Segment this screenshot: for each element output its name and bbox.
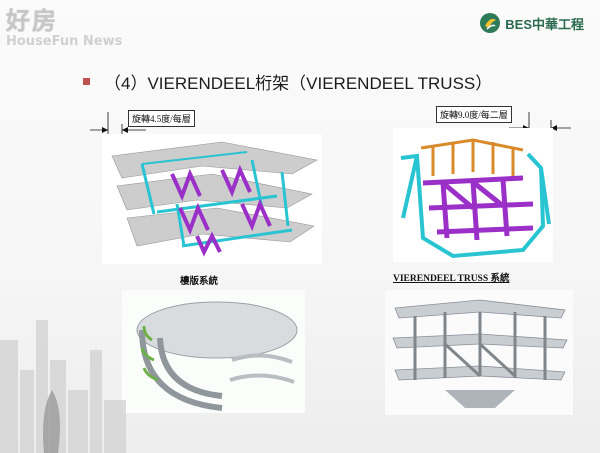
watermark: 好房 HouseFun News [6,8,146,49]
floor-slab-drawing [111,141,318,257]
watermark-primary: 好房 [6,7,58,35]
title-bullet [83,78,90,85]
vierendeel-truss-drawing [400,138,551,259]
watermark-secondary: HouseFun News [6,34,123,49]
brand-logo: BES中華工程 [479,12,584,34]
brand-logo-icon [480,13,501,33]
caption-floor-slab-system: 樓版系統 [180,277,219,287]
rotation-note-left: 旋轉4.5度/每層 [128,110,195,127]
building-rendering [122,290,305,413]
truss-section-drawing [392,299,568,408]
building-rendering-drawing [136,301,298,411]
skyline-decoration [0,320,126,453]
floor-slab-figure [102,134,322,264]
slide-title: （4）VIERENDEEL桁架（VIERENDEEL TRUSS） [104,74,493,93]
caption-vierendeel-truss-system: VIERENDEEL TRUSS 系統 [393,274,510,284]
vierendeel-truss-figure [393,128,553,262]
brand-name: BES中華工程 [505,16,584,32]
rotation-note-right: 旋轉9.0度/每二層 [436,106,512,123]
truss-section-rendering [385,290,573,415]
